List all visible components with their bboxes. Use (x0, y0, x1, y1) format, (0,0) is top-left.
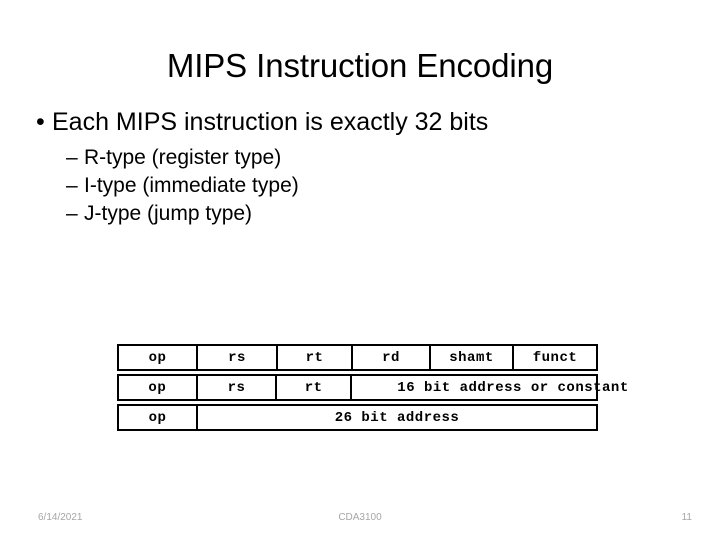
slide-footer: 6/14/2021 CDA3100 11 (0, 508, 720, 528)
field-address: 26 bit address (334, 409, 460, 426)
field-rt: rt (278, 346, 353, 369)
dash-marker-icon: – (66, 174, 78, 197)
instruction-encoding-table: op rs rt rd shamt funct op rs rt 16 bit … (117, 344, 628, 434)
bullet-level1: • Each MIPS instruction is exactly 32 bi… (0, 106, 720, 138)
field-immediate-label: 16 bit address or constant (397, 379, 629, 396)
field-rt: rt (277, 376, 353, 399)
table-row-r-type: op rs rt rd shamt funct (117, 344, 598, 371)
bullet-level2-text: I-type (immediate type) (84, 174, 299, 197)
bullet-marker-icon: • (36, 108, 45, 136)
bullet-level2-text: J-type (jump type) (84, 202, 253, 225)
body-content: • Each MIPS instruction is exactly 32 bi… (0, 106, 720, 228)
bullet-level2-text: R-type (register type) (84, 146, 282, 169)
table-row-i-type: op rs rt 16 bit address or constant (117, 374, 628, 401)
footer-course-label: CDA3100 (338, 512, 382, 523)
field-op: op (119, 376, 198, 399)
table-row-j-type: op 26 bit address (117, 404, 598, 431)
field-immediate: 16 bit address or constant (352, 376, 628, 399)
footer-date: 6/14/2021 (38, 512, 83, 523)
field-op: op (119, 406, 198, 429)
field-shamt: shamt (431, 346, 514, 369)
field-rs: rs (198, 346, 278, 369)
bullet-level2-i-type: – I-type (immediate type) (0, 172, 720, 200)
bullet-level1-text: Each MIPS instruction is exactly 32 bits (52, 108, 489, 136)
dash-marker-icon: – (66, 202, 78, 225)
field-funct: funct (532, 349, 578, 366)
bullet-level2-r-type: – R-type (register type) (0, 144, 720, 172)
footer-page-number: 11 (681, 512, 692, 523)
sub-bullet-list: – R-type (register type) – I-type (immed… (0, 144, 720, 228)
page-title: MIPS Instruction Encoding (166, 47, 554, 84)
field-rd: rd (353, 346, 431, 369)
field-rs: rs (198, 376, 278, 399)
bullet-level2-j-type: – J-type (jump type) (0, 200, 720, 228)
dash-marker-icon: – (66, 146, 78, 169)
field-op: op (119, 346, 198, 369)
